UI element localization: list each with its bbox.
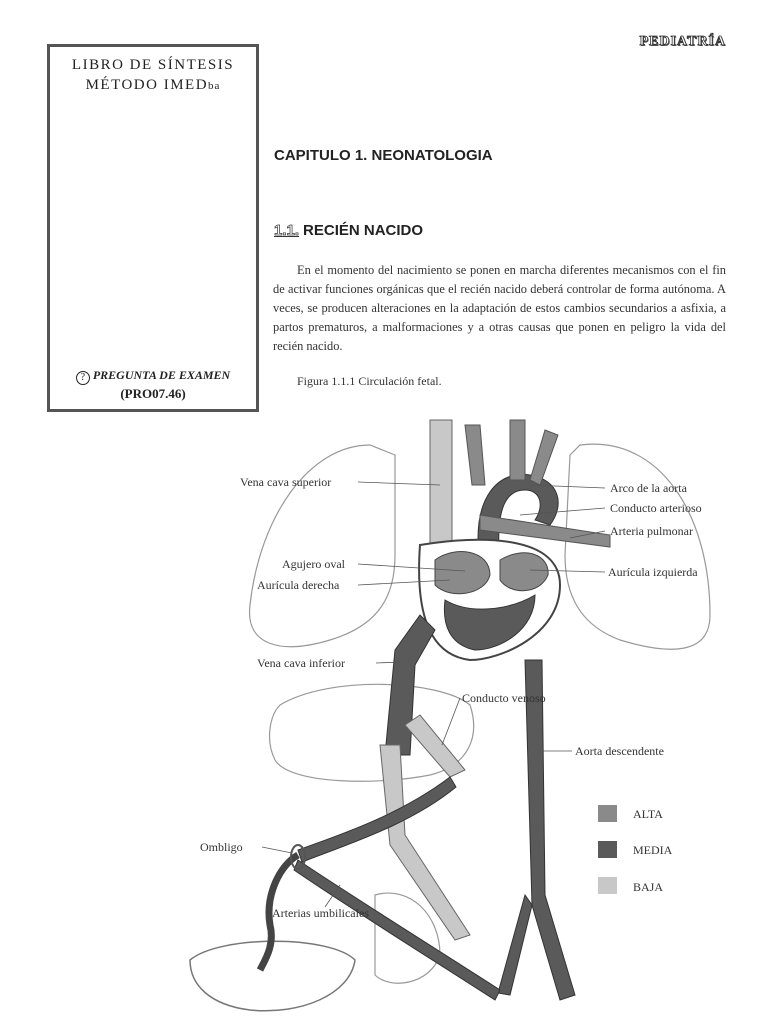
section-number: 1.1. (274, 222, 299, 239)
exam-label: PREGUNTA DE EXAMEN (93, 368, 230, 382)
superior-vena-cava (430, 420, 452, 555)
label-conducto-arterioso: Conducto arterioso (610, 501, 702, 515)
title-line-2: MÉTODO IMEDba (50, 75, 256, 96)
synthesis-box: LIBRO DE SÍNTESIS MÉTODO IMEDba ?PREGUNT… (47, 44, 259, 412)
body-paragraph: En el momento del nacimiento se ponen en… (273, 261, 726, 356)
label-aorta-descendente: Aorta descendente (575, 744, 664, 758)
figure-caption: Figura 1.1.1 Circulación fetal. (297, 374, 442, 389)
chapter-title: CAPITULO 1. NEONATOLOGIA (274, 147, 493, 164)
legend-swatch-baja (598, 877, 617, 894)
descending-aorta-branch (498, 895, 532, 995)
synthesis-box-title: LIBRO DE SÍNTESIS MÉTODO IMEDba (50, 55, 256, 96)
legend: ALTA MEDIA BAJA (598, 805, 673, 894)
left-atrium (500, 553, 548, 591)
label-auricula-izquierda: Aurícula izquierda (608, 565, 698, 579)
label-vena-cava-inferior: Vena cava inferior (257, 656, 345, 670)
label-conducto-venoso: Conducto venoso (462, 691, 546, 705)
placenta (190, 941, 355, 1011)
legend-label-alta: ALTA (633, 807, 663, 821)
section-title: RECIÉN NACIDO (303, 222, 423, 239)
legend-label-baja: BAJA (633, 880, 663, 894)
exam-question: ?PREGUNTA DE EXAMEN (PRO07.46) (50, 366, 256, 403)
fetal-circulation-diagram: Vena cava superior Agujero oval Aurícula… (180, 415, 740, 1024)
title-suffix: ba (208, 80, 220, 92)
right-lung (565, 444, 710, 649)
section-header: PEDIATRÍA (639, 34, 726, 50)
label-auricula-derecha: Aurícula derecha (257, 578, 340, 592)
legend-swatch-alta (598, 805, 617, 822)
legend-swatch-media (598, 841, 617, 858)
right-atrium (435, 552, 490, 594)
legend-label-media: MEDIA (633, 843, 673, 857)
great-vessels (465, 420, 558, 485)
title-line-1: LIBRO DE SÍNTESIS (50, 55, 256, 75)
label-arterias-umbilicales: Arterias umbilicales (272, 906, 369, 920)
descending-aorta (525, 660, 575, 1000)
label-ombligo: Ombligo (200, 840, 243, 854)
exam-code: (PRO07.46) (50, 385, 256, 403)
question-circle-icon: ? (76, 371, 90, 385)
title-main: MÉTODO IMED (86, 77, 208, 93)
umbilical-vein (298, 777, 456, 862)
label-arco-aorta: Arco de la aorta (610, 481, 688, 495)
label-agujero-oval: Agujero oval (282, 557, 346, 571)
section-heading: 1.1.RECIÉN NACIDO (274, 222, 423, 239)
label-arteria-pulmonar: Arteria pulmonar (610, 524, 693, 538)
label-vena-cava-superior: Vena cava superior (240, 475, 331, 489)
